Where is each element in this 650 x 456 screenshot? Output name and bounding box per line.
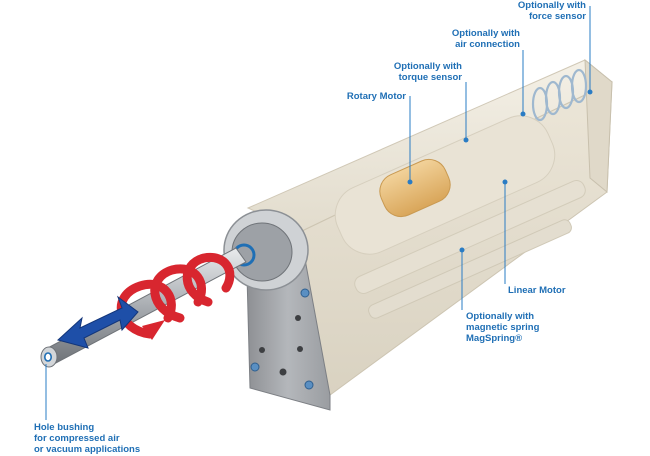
force-sensor-spring [531,68,588,122]
label-torque-sensor: Optionally with torque sensor [393,61,462,83]
leader-lines [45,6,591,420]
rotary-motor-coil [379,158,451,218]
label-rotary-motor: Rotary Motor [346,91,406,102]
linear-motor-rail [354,179,586,295]
label-force-sensor: Optionally with force sensor [517,0,586,22]
rotary-arrow-head [142,320,165,340]
rotary-motion-arrow [116,252,235,339]
mounting-holes [250,288,314,390]
label-hole-bushing: Hole bushing for compressed air or vacuu… [34,422,141,455]
hole-bushing-ring [43,352,52,362]
label-air-connection: Optionally with air connection [451,28,520,50]
magspring-rod [368,219,572,319]
label-magspring: Optionally with magnetic spring MagSprin… [466,311,540,344]
label-linear-motor: Linear Motor [508,285,566,296]
actuator-shaft [43,247,247,365]
leader-dots [407,89,593,253]
linear-motion-arrow [56,295,139,349]
